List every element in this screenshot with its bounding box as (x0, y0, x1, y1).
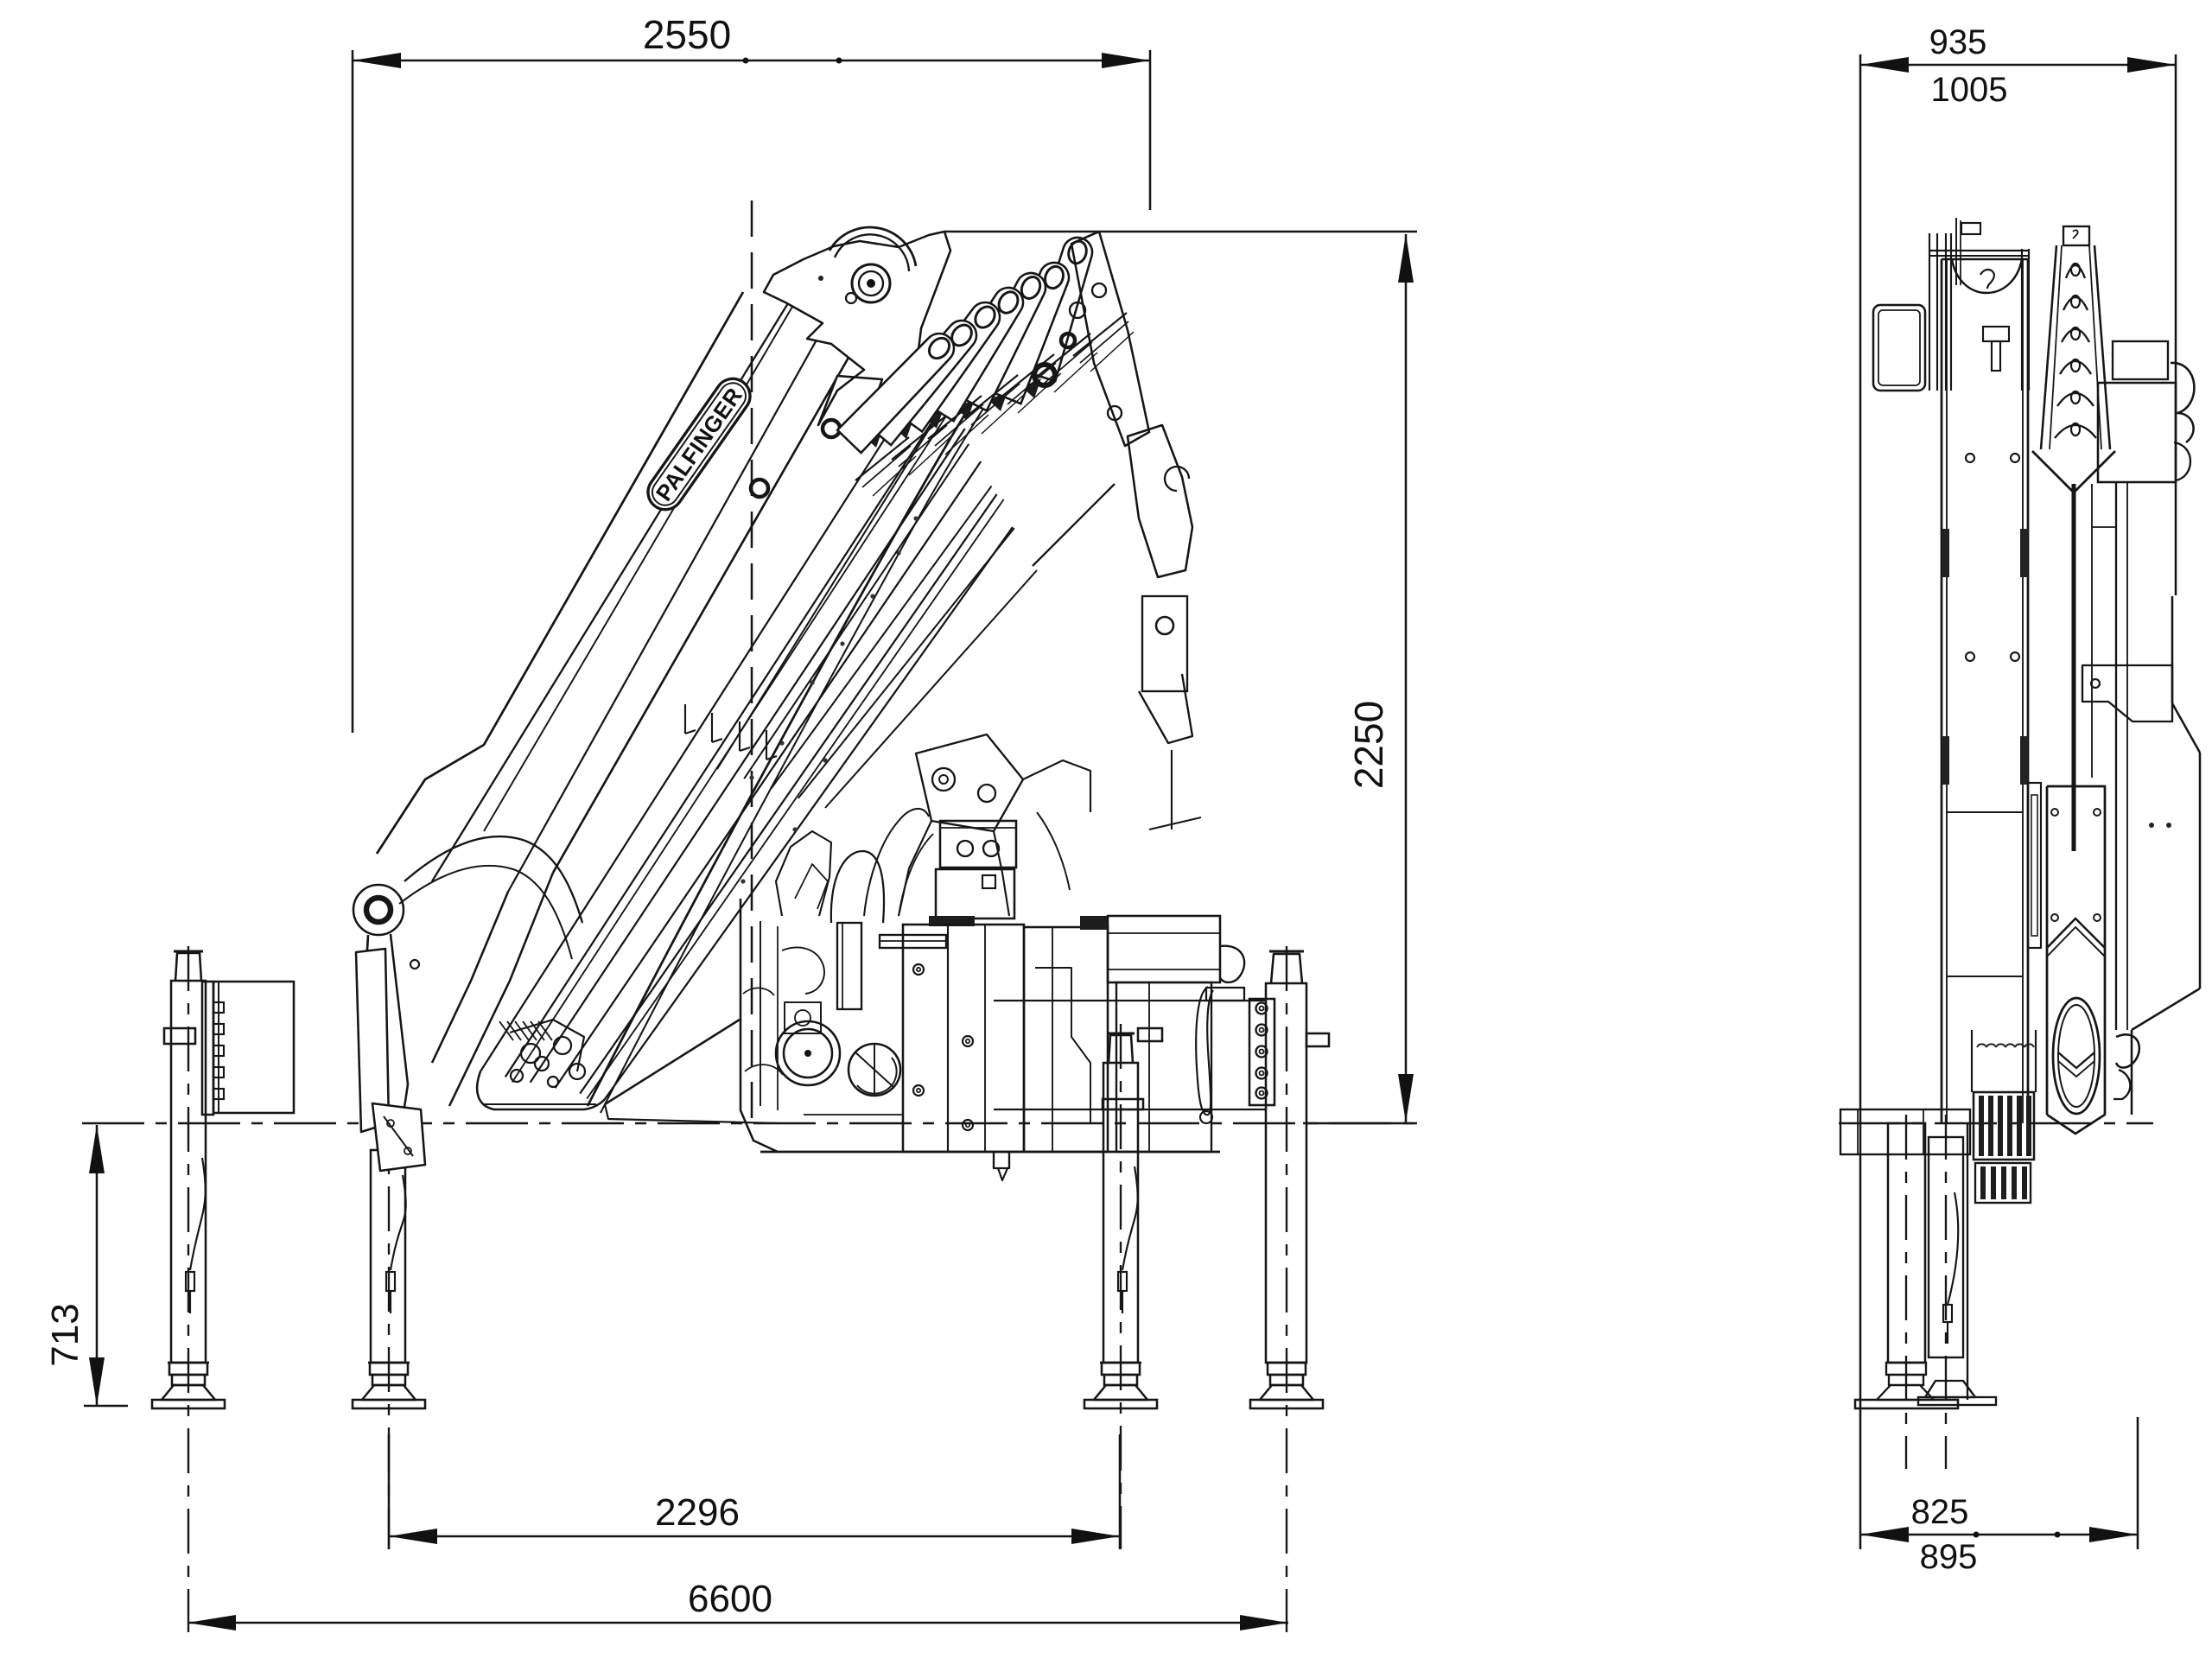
svg-text:935: 935 (1929, 23, 1987, 61)
svg-text:6600: 6600 (688, 1578, 772, 1620)
svg-text:713: 713 (44, 1303, 86, 1366)
svg-text:1005: 1005 (1931, 71, 2008, 109)
svg-text:2550: 2550 (643, 12, 731, 57)
svg-text:895: 895 (1920, 1538, 1978, 1576)
svg-text:825: 825 (1911, 1493, 1969, 1531)
svg-text:2296: 2296 (655, 1491, 740, 1534)
svg-text:2250: 2250 (1346, 701, 1391, 789)
